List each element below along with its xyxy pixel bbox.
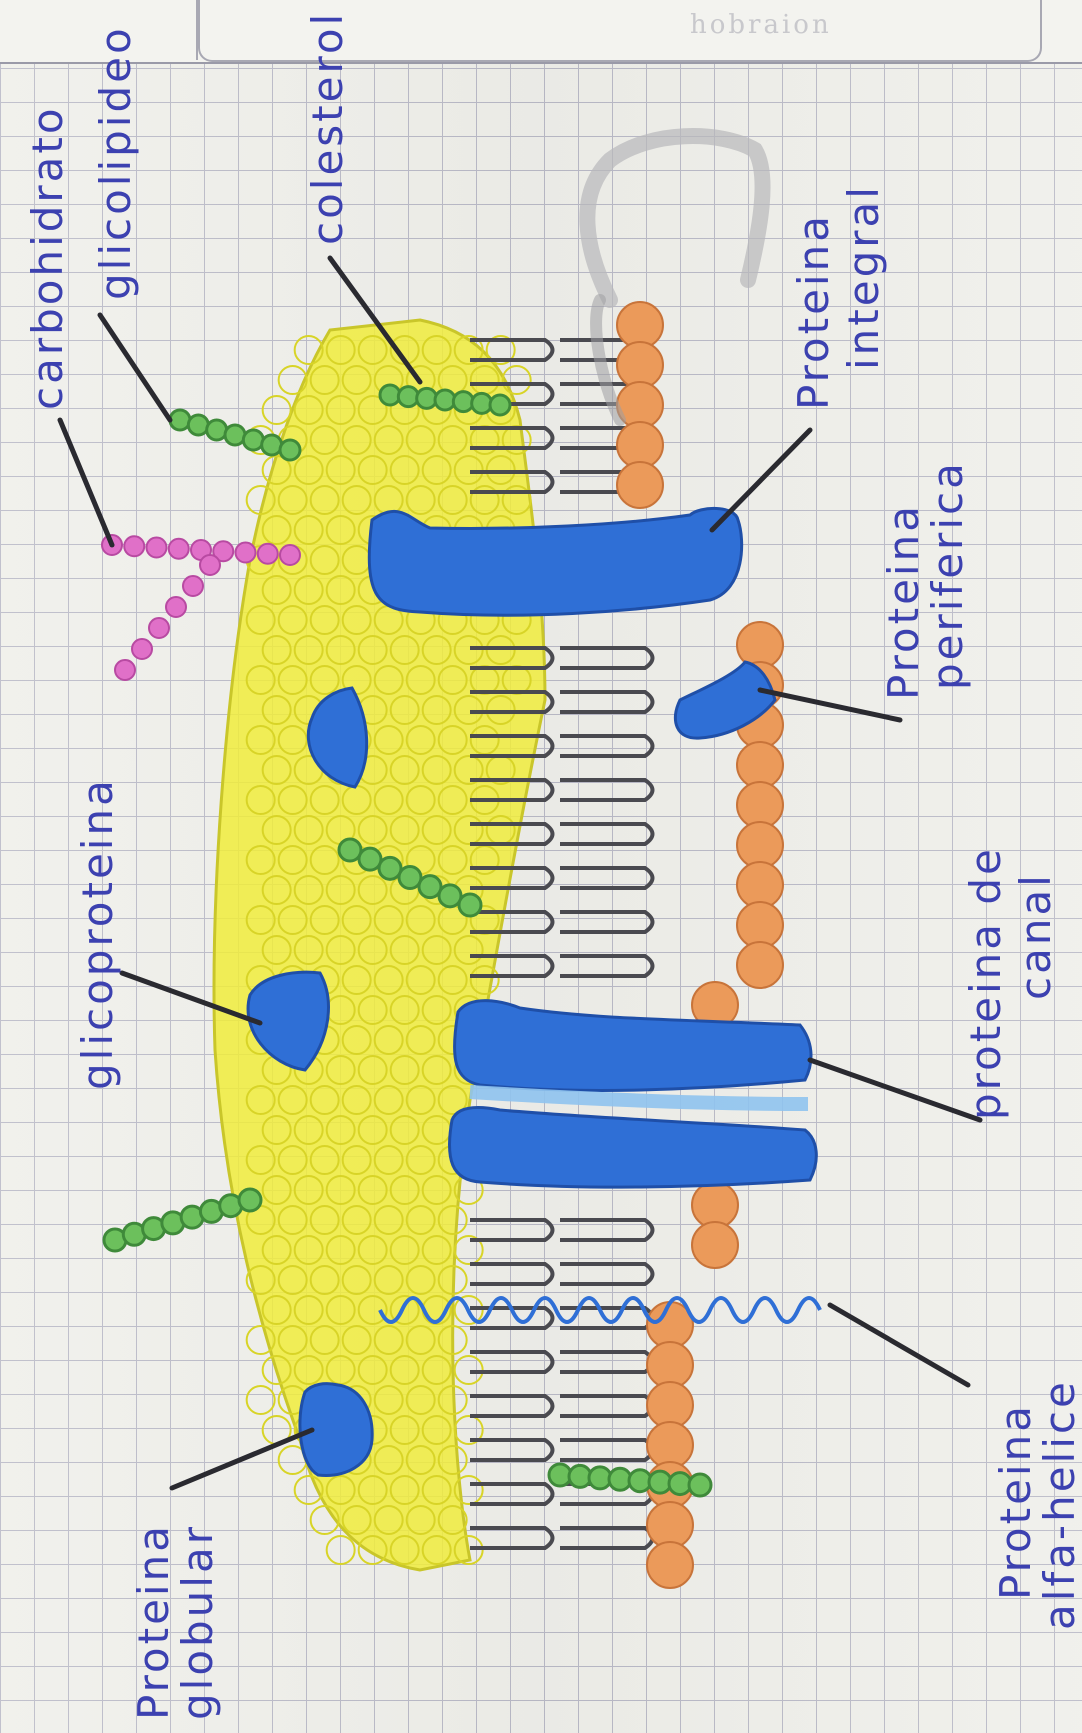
lipid-tail bbox=[560, 1528, 653, 1548]
lipid-tail bbox=[560, 868, 653, 888]
green-bead bbox=[280, 440, 300, 460]
label-proteina-integral-1: Proteina bbox=[789, 213, 838, 410]
lipid-tail bbox=[560, 912, 653, 932]
pink-bead bbox=[115, 660, 135, 680]
green-bead bbox=[689, 1474, 711, 1496]
leader-integral bbox=[712, 430, 810, 530]
pink-bead bbox=[258, 544, 278, 564]
leader-channel bbox=[810, 1060, 980, 1120]
lipid-tail bbox=[470, 1264, 553, 1284]
label-proteina-de-canal-2: canal bbox=[1011, 872, 1060, 1000]
lipid-tail bbox=[560, 824, 653, 844]
label-glicoproteina: glicoproteina bbox=[73, 777, 122, 1090]
pink-bead bbox=[149, 618, 169, 638]
green-bead bbox=[225, 425, 245, 445]
label-colesterol: colesterol bbox=[303, 11, 352, 245]
lipid-tail bbox=[470, 1440, 553, 1460]
lipid-head bbox=[692, 1222, 738, 1268]
lipid-tail bbox=[560, 1220, 653, 1240]
lipid-head bbox=[647, 1542, 693, 1588]
green-bead bbox=[262, 435, 282, 455]
cytoskeleton-strand bbox=[587, 136, 762, 300]
label-proteina-periferica-1: Proteina bbox=[879, 503, 928, 700]
channel-protein-upper bbox=[454, 1001, 811, 1091]
lipid-tail bbox=[560, 1352, 653, 1372]
lipid-tail bbox=[560, 736, 653, 756]
label-proteina-periferica-2: periferica bbox=[923, 460, 972, 690]
lipid-head bbox=[737, 942, 783, 988]
lipid-tail bbox=[560, 780, 653, 800]
pink-bead bbox=[200, 555, 220, 575]
label-proteina-de-canal-1: proteina de bbox=[961, 846, 1010, 1120]
leader-alpha-helix bbox=[830, 1305, 968, 1385]
label-proteina-alfa-helice-1: Proteina bbox=[991, 1403, 1040, 1600]
green-bead bbox=[207, 420, 227, 440]
yellow-bubble bbox=[247, 1386, 275, 1414]
label-carbohidrato: carbohidrato bbox=[23, 105, 72, 410]
pink-bead bbox=[166, 597, 186, 617]
integral-protein bbox=[369, 508, 741, 615]
pink-bead bbox=[132, 639, 152, 659]
leader-carbohydrate bbox=[60, 420, 112, 545]
lipid-tail bbox=[560, 1396, 653, 1416]
lipid-tail bbox=[560, 956, 653, 976]
lipid-tail bbox=[560, 1264, 653, 1284]
green-bead bbox=[188, 415, 208, 435]
green-bead bbox=[170, 410, 190, 430]
leader-glycolipid bbox=[100, 315, 170, 420]
label-proteina-globular-1: Proteina bbox=[129, 1523, 178, 1720]
leader-globular bbox=[172, 1430, 312, 1488]
lipid-tail bbox=[560, 648, 653, 668]
channel-protein-lower bbox=[449, 1107, 816, 1187]
label-proteina-integral-2: integral bbox=[839, 184, 888, 370]
yellow-bubble bbox=[263, 396, 291, 424]
pink-bead bbox=[147, 538, 167, 558]
labels: carbohidrato glicolipideo colesterol Pro… bbox=[23, 11, 1082, 1720]
green-bead bbox=[239, 1189, 261, 1211]
yellow-bubble bbox=[327, 1536, 355, 1564]
label-proteina-globular-2: globular bbox=[173, 1524, 222, 1720]
pink-bead bbox=[183, 576, 203, 596]
lipid-tail bbox=[560, 1440, 653, 1460]
yellow-bubble bbox=[503, 366, 531, 394]
pink-bead bbox=[236, 543, 256, 563]
lipid-tail bbox=[470, 1220, 553, 1240]
label-glicolipideo: glicolipideo bbox=[91, 25, 140, 300]
channel-pore bbox=[470, 1092, 808, 1104]
lipid-tail bbox=[470, 1396, 553, 1416]
green-bead bbox=[459, 894, 481, 916]
pink-bead bbox=[280, 545, 300, 565]
green-bead bbox=[490, 395, 510, 415]
label-proteina-alfa-helice-2: alfa-helice bbox=[1035, 1379, 1082, 1630]
green-bead bbox=[243, 430, 263, 450]
pink-bead bbox=[169, 539, 189, 559]
lipid-tail bbox=[560, 692, 653, 712]
pink-bead bbox=[124, 536, 144, 556]
yellow-bubble bbox=[279, 366, 307, 394]
lipid-head bbox=[617, 462, 663, 508]
